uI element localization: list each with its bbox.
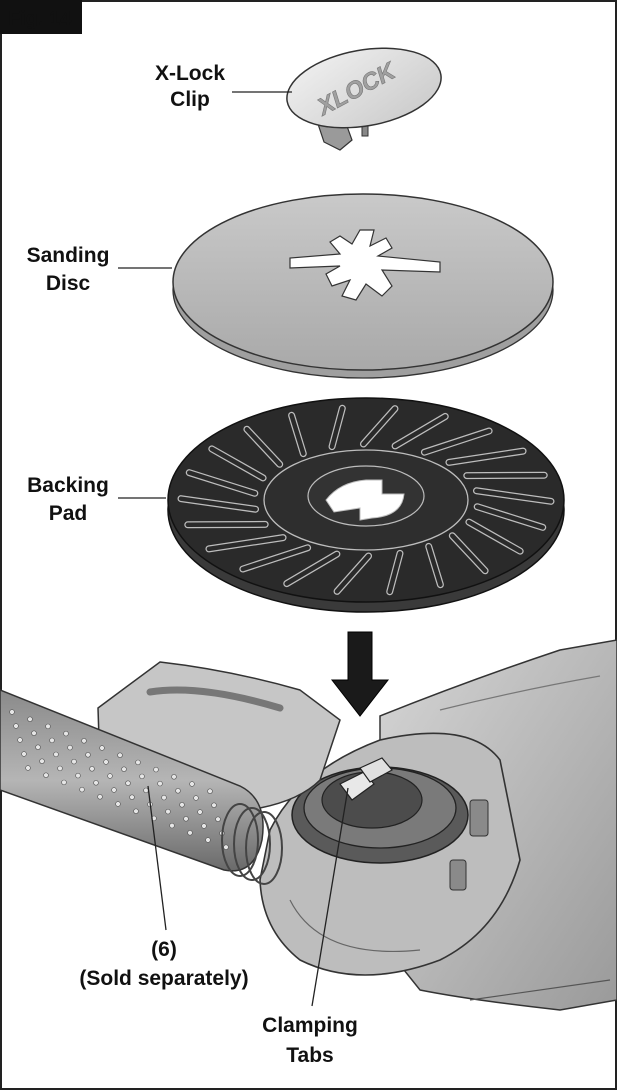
grip-dot [49, 737, 55, 744]
grip-dot [53, 751, 59, 758]
grip-dot [75, 772, 81, 779]
grip-dot [117, 752, 123, 758]
sanding-disc-label-2: Disc [46, 272, 91, 295]
grip-dot [121, 766, 127, 772]
pad-slot-inner [178, 496, 258, 512]
grip-dot [67, 744, 73, 751]
pad-slot-inner [446, 448, 526, 465]
pad-slot-inner [284, 551, 340, 586]
grip-dot [35, 744, 41, 750]
grip-dot [207, 788, 213, 794]
guard-label-1: (6) [151, 938, 177, 961]
sanding-disc-label-1: Sanding [27, 244, 110, 267]
backing-pad-label-2: Pad [49, 502, 88, 525]
pad-slot-inner [329, 406, 345, 449]
clamping-tabs-label-2: Tabs [286, 1044, 333, 1067]
grip-dot [193, 795, 199, 801]
grip-dot [201, 823, 207, 829]
grip-dot [183, 816, 189, 822]
pad-slot-inner [361, 406, 398, 447]
grip-dot [187, 830, 193, 836]
pad-slot-inner [209, 446, 266, 481]
grip-dot [89, 766, 95, 772]
pad-slot-inner [289, 413, 306, 456]
grip-dot [223, 844, 229, 850]
pad-slot-inner [392, 414, 448, 449]
grip-dot [71, 758, 77, 765]
grip-dot [13, 723, 19, 729]
grip-dot [129, 794, 135, 800]
grip-dot [57, 765, 63, 772]
pad-slot-inner [206, 535, 286, 552]
grip-dot [215, 816, 221, 822]
grip-dot [205, 837, 211, 843]
grip-dot [197, 809, 203, 815]
grip-dot [135, 759, 141, 766]
grip-dot [153, 766, 159, 773]
grip-dot [31, 730, 37, 736]
grip-dot [157, 780, 163, 787]
clamping-tabs-leader [311, 787, 349, 1007]
grip-dot [139, 773, 145, 780]
grip-dot [99, 745, 105, 751]
down-arrow-icon [330, 631, 390, 717]
grip-dot [97, 794, 103, 800]
angle-grinder-illustration [0, 639, 617, 1011]
grip-dot [85, 752, 91, 758]
grip-dot [179, 802, 185, 808]
pad-slot-inner [450, 533, 488, 574]
pad-slot-inner [422, 428, 492, 455]
grip-dot [143, 787, 149, 794]
guard-leader [147, 785, 167, 931]
pad-slot-inner [387, 551, 403, 594]
grip-dot [165, 808, 171, 815]
backing-pad-label-1: Backing [27, 474, 109, 497]
pad-slot-inner [240, 545, 310, 572]
grip-dot [61, 779, 67, 786]
grip-dot [39, 758, 45, 764]
grip-dot [17, 737, 23, 743]
grip-dot [115, 801, 121, 807]
pad-slot-inner [187, 470, 258, 496]
grip-dot [93, 780, 99, 786]
pad-slot-inner [474, 504, 545, 530]
grip-dot [211, 802, 217, 808]
grip-dot [9, 709, 15, 715]
pad-slot-inner [426, 544, 443, 587]
grip-dot [107, 773, 113, 779]
clamping-tabs-label-1: Clamping [262, 1014, 358, 1037]
xlock-clip-label-1: X-Lock [155, 62, 225, 85]
grip-dot [43, 772, 49, 778]
pad-slot-inner [244, 426, 282, 467]
figure-number-tab: Fig. 14 [0, 0, 82, 34]
backing-pad-illustration [167, 397, 565, 613]
grip-dot [189, 781, 195, 787]
grip-dot [111, 787, 117, 793]
grip-dot [175, 788, 181, 794]
grip-dot [161, 794, 167, 801]
grip-dot [45, 723, 51, 730]
grip-dot [103, 759, 109, 765]
grip-dot [169, 822, 175, 829]
grip-dot [79, 786, 85, 793]
grip-dot [27, 716, 33, 722]
grip-dot [21, 751, 27, 757]
sanding-disc-illustration [172, 193, 554, 379]
grip-dot [63, 730, 69, 737]
pad-slot-inner [334, 553, 371, 594]
pad-slot-inner [466, 519, 523, 554]
pad-slot-inner [474, 488, 554, 504]
xlock-clip-illustration: XLOCK [286, 47, 442, 151]
grip-dot [133, 808, 139, 814]
grip-dot [81, 738, 87, 744]
grip-dot [25, 765, 31, 771]
grip-dot [125, 780, 131, 786]
grip-dot [171, 774, 177, 780]
figure-number: Fig. 14 [8, 8, 72, 30]
guard-label-2: (Sold separately) [79, 967, 248, 990]
xlock-clip-label-2: Clip [170, 88, 210, 111]
